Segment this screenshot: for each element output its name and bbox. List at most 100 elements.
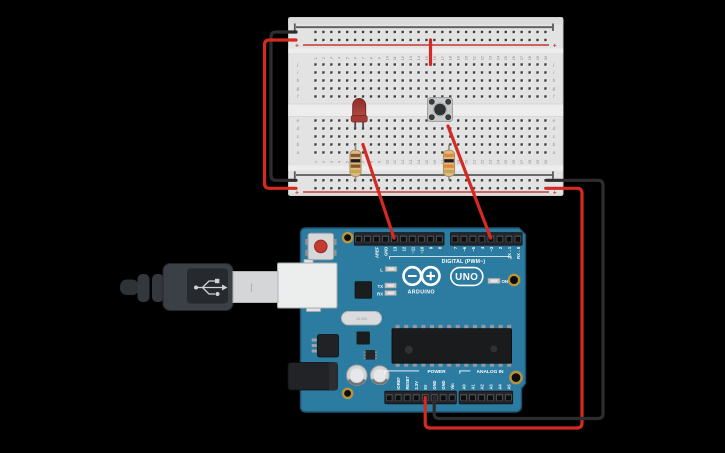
breadboard-hole[interactable] xyxy=(425,119,428,122)
breadboard-hole[interactable] xyxy=(338,95,341,98)
breadboard-hole[interactable] xyxy=(338,143,341,146)
breadboard-hole[interactable] xyxy=(425,30,428,34)
breadboard-hole[interactable] xyxy=(472,79,476,82)
breadboard-hole[interactable] xyxy=(401,71,404,74)
breadboard-hole[interactable] xyxy=(314,38,317,42)
breadboard-hole[interactable] xyxy=(393,30,396,34)
pin-socket[interactable] xyxy=(461,236,467,242)
breadboard-hole[interactable] xyxy=(409,151,412,154)
breadboard-hole[interactable] xyxy=(417,143,420,146)
breadboard-hole[interactable] xyxy=(472,87,476,90)
pin-socket[interactable] xyxy=(461,395,466,401)
breadboard-hole[interactable] xyxy=(377,95,381,98)
breadboard-hole[interactable] xyxy=(417,30,420,34)
breadboard-hole[interactable] xyxy=(457,38,460,42)
breadboard-hole[interactable] xyxy=(346,187,349,190)
breadboard-hole[interactable] xyxy=(512,63,515,66)
breadboard-hole[interactable] xyxy=(480,119,484,122)
breadboard-hole[interactable] xyxy=(433,30,436,34)
breadboard-hole[interactable] xyxy=(377,179,381,182)
breadboard-hole[interactable] xyxy=(457,127,460,130)
breadboard-hole[interactable] xyxy=(488,135,492,138)
breadboard-hole[interactable] xyxy=(488,71,492,74)
breadboard-hole[interactable] xyxy=(385,119,389,122)
breadboard-hole[interactable] xyxy=(330,87,333,90)
breadboard-hole[interactable] xyxy=(314,79,317,82)
breadboard-hole[interactable] xyxy=(464,135,468,138)
breadboard-hole[interactable] xyxy=(369,135,373,138)
pin-socket[interactable] xyxy=(395,395,401,401)
breadboard-hole[interactable] xyxy=(520,95,523,98)
breadboard-hole[interactable] xyxy=(488,79,492,82)
breadboard-hole[interactable] xyxy=(425,179,428,182)
pushbutton-cap[interactable] xyxy=(434,103,446,116)
breadboard-hole[interactable] xyxy=(464,127,468,130)
breadboard-hole[interactable] xyxy=(361,71,365,74)
wire-red-led-to-pin13[interactable] xyxy=(361,142,396,240)
breadboard-hole[interactable] xyxy=(409,30,412,34)
breadboard-hole[interactable] xyxy=(464,87,468,90)
breadboard-hole[interactable] xyxy=(361,30,365,34)
breadboard-hole[interactable] xyxy=(409,135,412,138)
breadboard-hole[interactable] xyxy=(393,79,396,82)
breadboard-hole[interactable] xyxy=(409,87,412,90)
breadboard-hole[interactable] xyxy=(488,187,492,190)
breadboard-hole[interactable] xyxy=(464,119,468,122)
breadboard-hole[interactable] xyxy=(330,127,333,130)
breadboard-hole[interactable] xyxy=(512,71,515,74)
breadboard-hole[interactable] xyxy=(520,71,523,74)
breadboard-hole[interactable] xyxy=(504,71,508,74)
breadboard-hole[interactable] xyxy=(488,179,492,182)
breadboard-hole[interactable] xyxy=(480,143,484,146)
breadboard-hole[interactable] xyxy=(385,30,389,34)
breadboard-hole[interactable] xyxy=(401,127,404,130)
pin-socket[interactable] xyxy=(413,395,419,401)
breadboard-hole[interactable] xyxy=(457,143,460,146)
breadboard-hole[interactable] xyxy=(520,179,523,182)
breadboard-hole[interactable] xyxy=(353,79,357,82)
breadboard-hole[interactable] xyxy=(393,135,396,138)
breadboard-hole[interactable] xyxy=(409,38,412,42)
breadboard-hole[interactable] xyxy=(314,119,317,122)
breadboard-hole[interactable] xyxy=(377,135,381,138)
breadboard-hole[interactable] xyxy=(544,143,547,146)
breadboard-hole[interactable] xyxy=(457,119,460,122)
breadboard-hole[interactable] xyxy=(322,143,325,146)
breadboard-hole[interactable] xyxy=(338,87,341,90)
pin-socket[interactable] xyxy=(382,236,388,242)
breadboard-hole[interactable] xyxy=(504,135,508,138)
pin-socket[interactable] xyxy=(449,395,455,401)
breadboard-hole[interactable] xyxy=(457,79,460,82)
breadboard-hole[interactable] xyxy=(346,87,349,90)
breadboard-hole[interactable] xyxy=(314,127,317,130)
breadboard-hole[interactable] xyxy=(322,95,325,98)
breadboard-hole[interactable] xyxy=(338,127,341,130)
breadboard-hole[interactable] xyxy=(480,87,484,90)
breadboard-hole[interactable] xyxy=(393,127,396,130)
breadboard-hole[interactable] xyxy=(401,187,404,190)
breadboard-hole[interactable] xyxy=(385,151,389,154)
breadboard-hole[interactable] xyxy=(433,71,436,74)
breadboard-hole[interactable] xyxy=(472,151,476,154)
breadboard-hole[interactable] xyxy=(520,87,523,90)
breadboard-hole[interactable] xyxy=(425,63,428,66)
breadboard-hole[interactable] xyxy=(433,187,436,190)
breadboard-hole[interactable] xyxy=(472,135,476,138)
breadboard-hole[interactable] xyxy=(496,143,500,146)
breadboard-hole[interactable] xyxy=(512,135,515,138)
breadboard-hole[interactable] xyxy=(322,187,325,190)
breadboard-hole[interactable] xyxy=(512,30,515,34)
breadboard-hole[interactable] xyxy=(520,63,523,66)
breadboard-hole[interactable] xyxy=(385,79,389,82)
wire-red-5v[interactable] xyxy=(423,186,584,430)
breadboard-hole[interactable] xyxy=(401,79,404,82)
breadboard-hole[interactable] xyxy=(338,63,341,66)
breadboard-hole[interactable] xyxy=(480,30,484,34)
breadboard-hole[interactable] xyxy=(496,63,500,66)
breadboard-hole[interactable] xyxy=(512,79,515,82)
breadboard-hole[interactable] xyxy=(544,79,547,82)
breadboard-hole[interactable] xyxy=(528,38,531,42)
resistor-led[interactable] xyxy=(349,144,362,181)
breadboard-hole[interactable] xyxy=(377,87,381,90)
